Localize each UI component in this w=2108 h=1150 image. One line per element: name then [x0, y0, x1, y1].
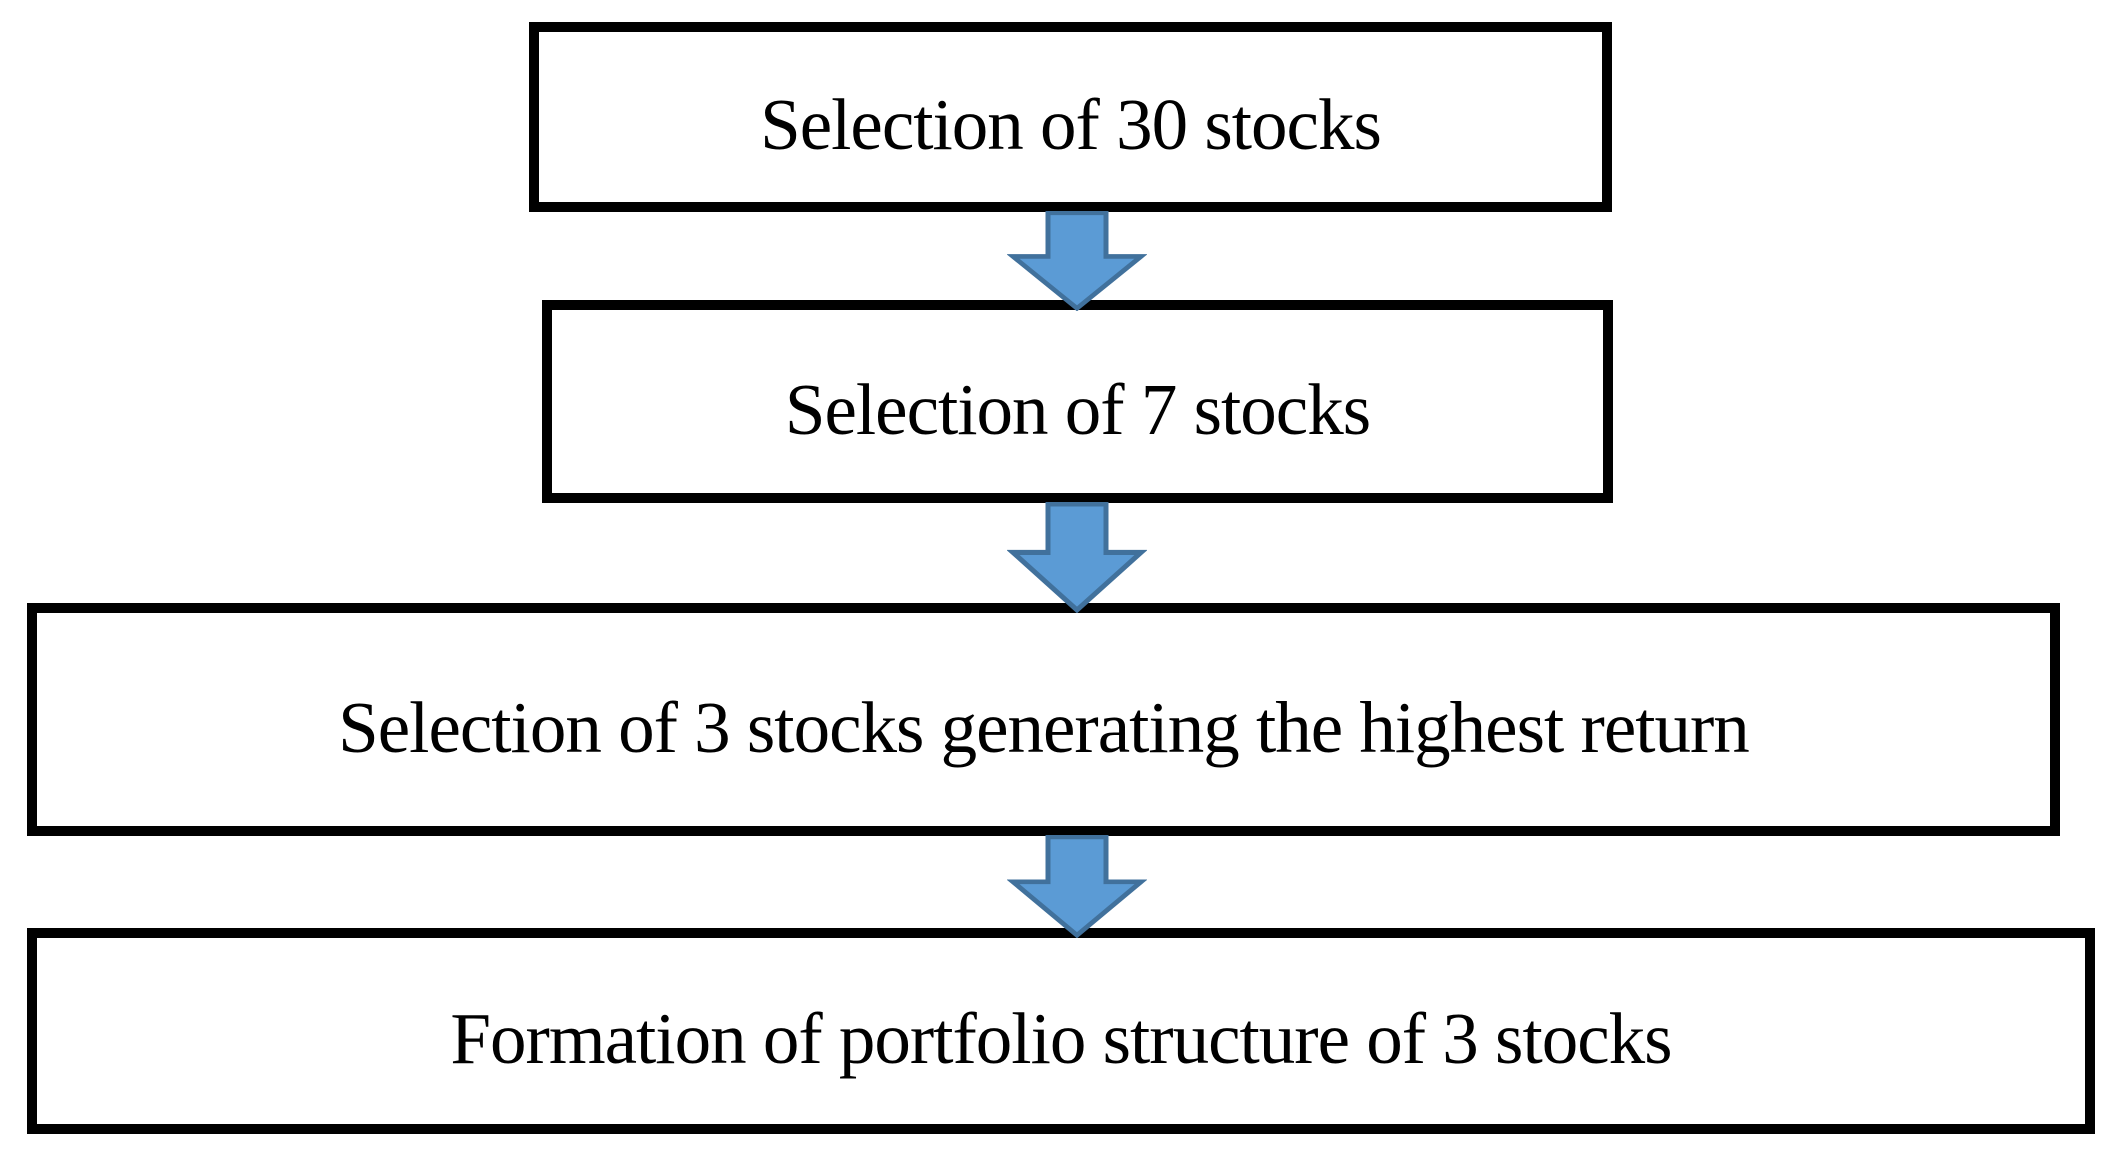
down-arrow-icon	[1007, 211, 1147, 311]
step-label: Formation of portfolio structure of 3 st…	[450, 998, 1672, 1079]
step-box-selection-7-stocks: Selection of 7 stocks	[542, 300, 1613, 503]
step-label: Selection of 3 stocks generating the hig…	[338, 686, 1750, 768]
step-box-selection-30-stocks: Selection of 30 stocks	[529, 22, 1612, 212]
step-label: Selection of 30 stocks	[760, 84, 1382, 165]
step-label: Selection of 7 stocks	[784, 368, 1371, 450]
down-arrow-icon	[1007, 835, 1147, 938]
step-box-selection-3-stocks-highest-return: Selection of 3 stocks generating the hig…	[27, 603, 2060, 836]
down-arrow-icon	[1007, 502, 1147, 613]
step-box-portfolio-formation: Formation of portfolio structure of 3 st…	[27, 928, 2095, 1134]
